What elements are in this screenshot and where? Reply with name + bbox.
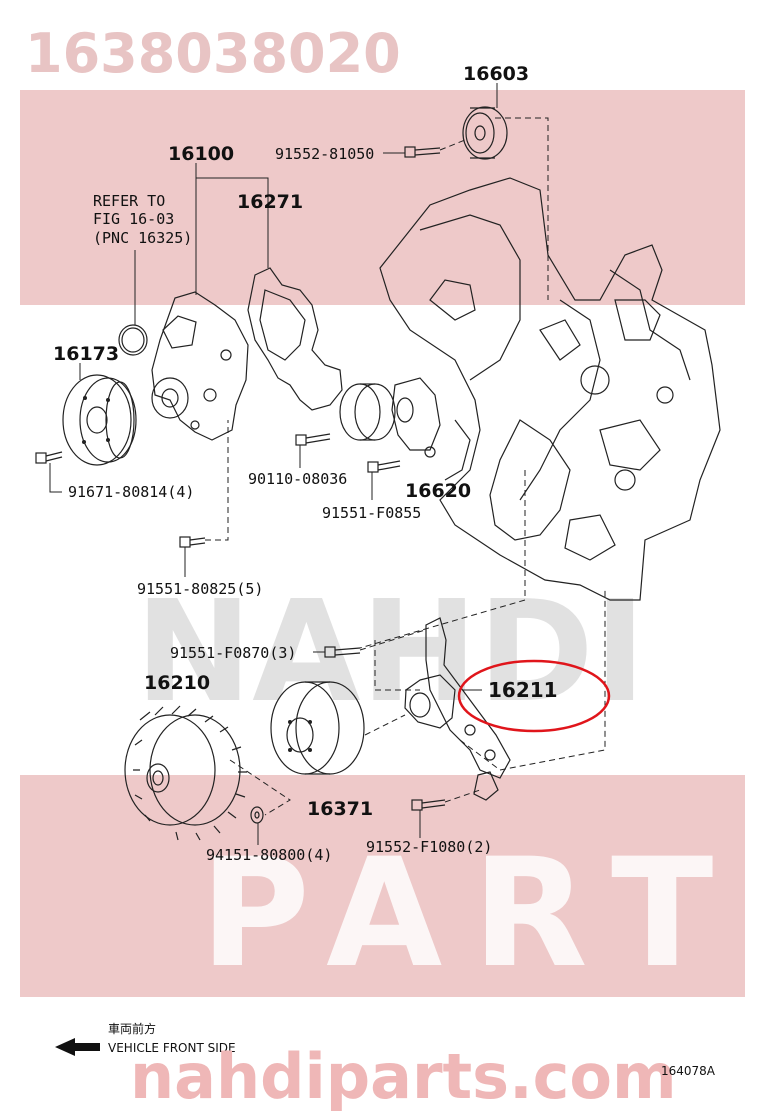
gasket-inner [259,289,306,361]
idler-pulley-16603 [462,106,508,160]
dash-line [459,590,606,771]
label-16371: 16371 [307,798,373,820]
bolt-91552-81050 [404,146,441,158]
label-16211: 16211 [488,678,558,702]
refer-line-3: (PNC 16325) [93,229,192,247]
direction-label-jp: 車両前方 [108,1021,156,1036]
dash-line [229,759,291,816]
o-ring-inner [121,327,145,353]
front-direction-indicator: 車両前方 VEHICLE FRONT SIDE [55,1021,236,1056]
arrow-left-icon [55,1038,100,1056]
dash-line [205,420,229,541]
bolt-91551-80825 [179,536,206,548]
label-91551-F0855: 91551-F0855 [322,504,421,522]
dash-line [364,714,406,736]
label-91552-F1080: 91552-F1080(2) [366,838,492,856]
watermark-nahdi: NAHDI [135,571,646,734]
idler-16620 [339,377,441,458]
fan-pulley-16371 [270,681,365,775]
label-94151: 94151-80800(4) [206,846,332,864]
water-pump-16100 [151,291,249,441]
label-16173: 16173 [53,343,119,365]
label-16210: 16210 [144,672,210,694]
dash-line [374,640,420,691]
timing-cover-drawing [379,177,721,601]
label-16271: 16271 [237,191,303,213]
label-90110: 90110-08036 [248,470,347,488]
figure-code: 164078A [661,1064,716,1078]
dash-line [359,629,426,651]
watermark-parts: PARTS [200,827,760,1001]
dash-line [359,470,526,649]
dash-line [444,789,481,803]
pulley-16173 [62,374,137,466]
label-91552-81050: 91552-81050 [275,145,374,163]
bolt-91671 [35,451,63,464]
direction-label-en: VEHICLE FRONT SIDE [108,1041,236,1055]
leader-lines [49,83,498,845]
nut-94151 [250,806,264,824]
bracket-16211 [404,617,511,801]
label-91551-80825: 91551-80825(5) [137,580,263,598]
label-91671: 91671-80814(4) [68,483,194,501]
o-ring [118,324,148,356]
watermark-part-number: 1638038020 [25,22,401,85]
highlight-ellipse [457,659,611,733]
refer-line-2: FIG 16-03 [93,210,174,228]
bolt-90110 [295,433,331,446]
label-16603: 16603 [463,63,529,85]
label-91551-F0870: 91551-F0870(3) [170,644,296,662]
watermark-band-top [20,90,745,305]
label-16620: 16620 [405,480,471,502]
label-16100: 16100 [168,143,234,165]
gasket-16271 [247,267,343,411]
dash-line [439,139,466,151]
fan-clutch-16210 [124,705,247,841]
bolt-91551-F0855 [367,460,401,473]
dash-line [495,117,549,300]
refer-line-1: REFER TO [93,192,165,210]
watermark-url: nahdiparts.com [130,1040,677,1112]
bolt-91552-F1080 [411,799,446,811]
